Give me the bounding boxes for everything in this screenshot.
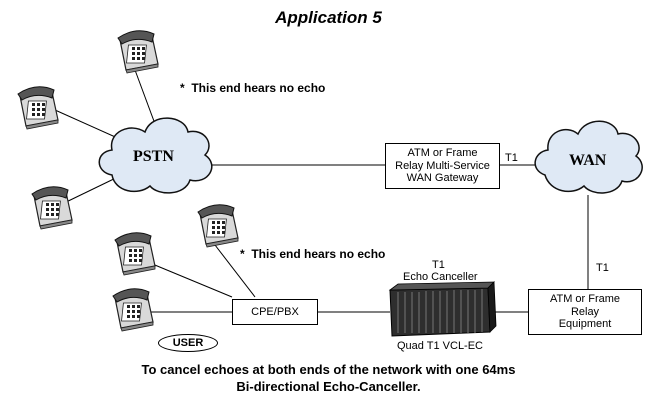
wan-gateway-line-2: Relay Multi-Service <box>395 159 490 172</box>
connection-lines <box>54 69 589 313</box>
top-echo-note-text: This end hears no echo <box>191 81 326 95</box>
bottom-echo-note: * This end hears no echo <box>240 247 386 262</box>
t1-gateway-wan-label: T1 <box>505 152 518 164</box>
wan-gateway-line-1: ATM or Frame <box>407 147 478 159</box>
echo-canceller-rack-icon <box>388 281 497 337</box>
echo-canceller-model: Quad T1 VCL-EC <box>397 340 484 352</box>
wan-label: WAN <box>569 152 607 169</box>
phone-icon-left <box>17 86 59 130</box>
relay-equipment-line-2: Relay <box>570 305 600 318</box>
caption-line-1: To cancel echoes at both ends of the net… <box>141 362 516 377</box>
relay-equipment-line-1: ATM or Frame <box>549 293 621 305</box>
page-title: Application 5 <box>275 8 382 27</box>
top-echo-note: * This end hears no echo <box>180 81 326 96</box>
asterisk-mark: * <box>240 247 245 261</box>
cpe-pbx-box: CPE/PBX <box>232 299 318 325</box>
t1-wan-relay-label: T1 <box>596 262 609 274</box>
phone-icon-cpe-top <box>197 204 239 248</box>
phone-icon-cpe-bottom <box>112 288 154 332</box>
bottom-echo-note-text: This end hears no echo <box>251 247 386 261</box>
echo-canceller-label: Echo Canceller <box>403 271 478 283</box>
wan-gateway-box: ATM or Frame Relay Multi-Service WAN Gat… <box>385 143 500 189</box>
phone-icon-bottom-left <box>31 186 73 230</box>
cpe-pbx-label: CPE/PBX <box>251 306 299 318</box>
caption-line-2: Bi-directional Echo-Canceller. <box>236 379 421 394</box>
pstn-cloud-icon <box>98 117 213 194</box>
wan-gateway-line-3: WAN Gateway <box>406 172 479 185</box>
user-badge: USER <box>158 334 218 352</box>
relay-equipment-box: ATM or Frame Relay Equipment <box>528 289 642 335</box>
asterisk-mark: * <box>180 81 185 95</box>
phone-icon-top <box>117 30 159 74</box>
pstn-label: PSTN <box>133 148 174 165</box>
phone-icon-cpe-middle <box>114 232 156 276</box>
wan-cloud-icon <box>534 120 643 194</box>
relay-equipment-line-3: Equipment <box>558 318 612 331</box>
t1-canceller-label: T1 <box>432 259 445 271</box>
